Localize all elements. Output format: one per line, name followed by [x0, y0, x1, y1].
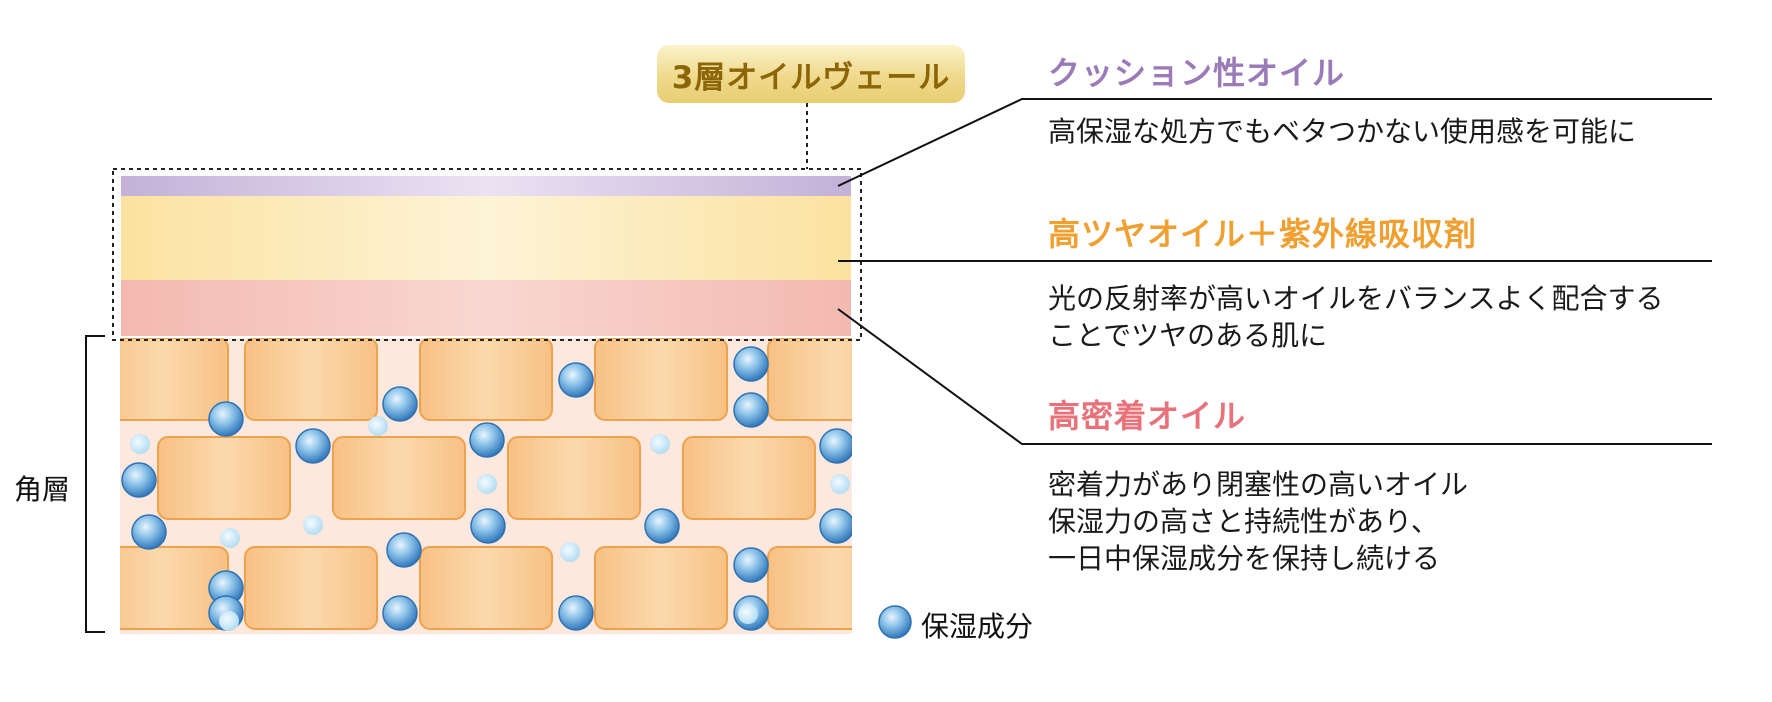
moisturizing-ingredient-dot-light [738, 604, 758, 624]
skin-cell [332, 436, 466, 520]
moisturizing-ingredient-dot [295, 428, 331, 464]
moisturizing-ingredient-dot [644, 508, 680, 544]
moisturizing-ingredient-dot [819, 428, 852, 464]
skin-cell [682, 436, 816, 520]
gloss-oil-layer [121, 196, 851, 280]
moisturizing-ingredient-dot-light [477, 474, 497, 494]
moisturizing-ingredient-dot [733, 346, 769, 382]
moisturizing-ingredient-dot-light [560, 542, 580, 562]
skin-cell [157, 436, 291, 520]
skin-cell [419, 338, 553, 421]
moisturizing-ingredient-dot [386, 532, 422, 568]
moisturizing-ingredient-dot-light [830, 474, 850, 494]
cushion-oil-title: クッション性オイル [1048, 54, 1346, 92]
moisturizing-ingredient-dot-light [130, 434, 150, 454]
moisturizing-ingredients [121, 346, 852, 631]
skin-cell [419, 546, 553, 630]
moisturizing-ingredient-dot [469, 422, 505, 458]
skin-cell [507, 436, 641, 520]
three-layer-oil-veil-badge: 3層オイルヴェール [657, 45, 965, 103]
moisturizing-ingredient-dot [558, 362, 594, 398]
stratum-bracket [85, 335, 105, 633]
gloss-oil-desc: 光の反射率が高いオイルをバランスよく配合する ことでツヤのある肌に [1048, 282, 1664, 352]
adhesion-oil-title: 高密着オイル [1048, 397, 1247, 435]
moisturizing-ingredient-dot-light [368, 416, 388, 436]
moisturizing-ingredient-dot [733, 547, 769, 583]
moisturizing-ingredient-dot [131, 514, 167, 550]
skin-cell [767, 546, 852, 630]
legend-dot-icon [878, 605, 912, 639]
gloss-oil-title: 高ツヤオイル＋紫外線吸収剤 [1048, 215, 1478, 253]
skin-cell [120, 338, 229, 421]
moisturizing-ingredient-dot [819, 508, 852, 544]
skin-cell [244, 546, 378, 630]
leader-line-adhesion [837, 308, 1712, 445]
leader-line-cushion [837, 98, 1712, 187]
moisturizing-ingredient-dot [733, 392, 769, 428]
moisturizing-ingredient-dot [208, 401, 244, 437]
moisturizing-ingredient-dot [382, 386, 418, 422]
moisturizing-ingredient-dot [382, 595, 418, 631]
skin-cells [120, 338, 852, 630]
veil-dashed-box [112, 168, 862, 341]
skin-cell [767, 338, 852, 421]
moisturizing-ingredient-dot [558, 595, 594, 631]
moisturizing-ingredient-dot [121, 462, 157, 498]
skin-cell [594, 338, 728, 421]
moisturizing-ingredient-dot-light [303, 515, 323, 535]
moisturizing-ingredient-dot-light [650, 434, 670, 454]
adhesion-oil-desc: 密着力があり閉塞性の高いオイル 保湿力の高さと持続性があり、 一日中保湿成分を保… [1048, 468, 1469, 575]
cushion-oil-desc: 高保湿な処方でもベタつかない使用感を可能に [1048, 115, 1637, 148]
legend-label: 保湿成分 [921, 610, 1034, 643]
moisturizing-ingredient-dot-light [219, 611, 239, 631]
skin-cell [244, 338, 378, 421]
adhesion-oil-layer [121, 280, 851, 336]
stratum-corneum-label: 角層 [14, 473, 71, 506]
moisturizing-ingredient-dot [470, 508, 506, 544]
stratum-corneum [120, 338, 852, 634]
skin-cell [594, 546, 728, 630]
cushion-oil-layer [121, 176, 851, 196]
moisturizing-ingredient-dot-light [220, 528, 240, 548]
skin-cell [120, 546, 229, 630]
